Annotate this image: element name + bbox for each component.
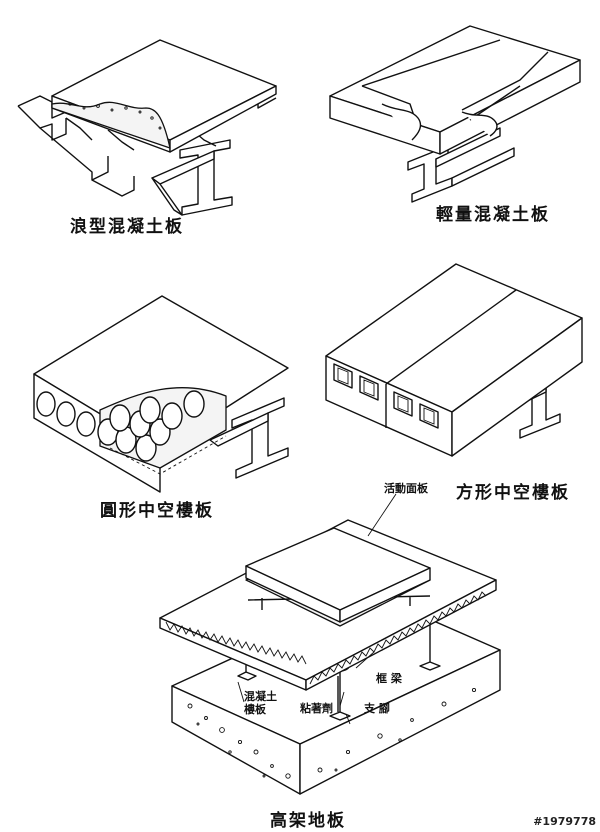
- label-concrete-slab: 混凝土 樓板: [244, 690, 277, 716]
- caption-lightweight-slab: 輕量混凝土板: [436, 205, 550, 225]
- round-hollow-slab-drawing: [33, 295, 289, 493]
- caption-round-hollow-slab: 圓形中空樓板: [100, 501, 214, 521]
- label-adhesive: 粘著劑: [300, 702, 333, 715]
- label-support-leg: 支 腳: [364, 702, 390, 715]
- caption-corrugated-slab: 浪型混凝土板: [70, 217, 184, 237]
- watermark: #1979778: [533, 815, 596, 828]
- square-hollow-slab-drawing: [325, 263, 583, 457]
- lightweight-slab-drawing: [329, 25, 581, 203]
- corrugated-slab-drawing: [17, 39, 277, 216]
- caption-square-hollow-slab: 方形中空樓板: [456, 483, 570, 503]
- label-movable-panel: 活動面板: [384, 482, 428, 495]
- label-frame-beam: 框 梁: [376, 672, 402, 685]
- caption-raised-floor: 高架地板: [270, 811, 346, 831]
- raised-floor-drawing: [159, 493, 501, 795]
